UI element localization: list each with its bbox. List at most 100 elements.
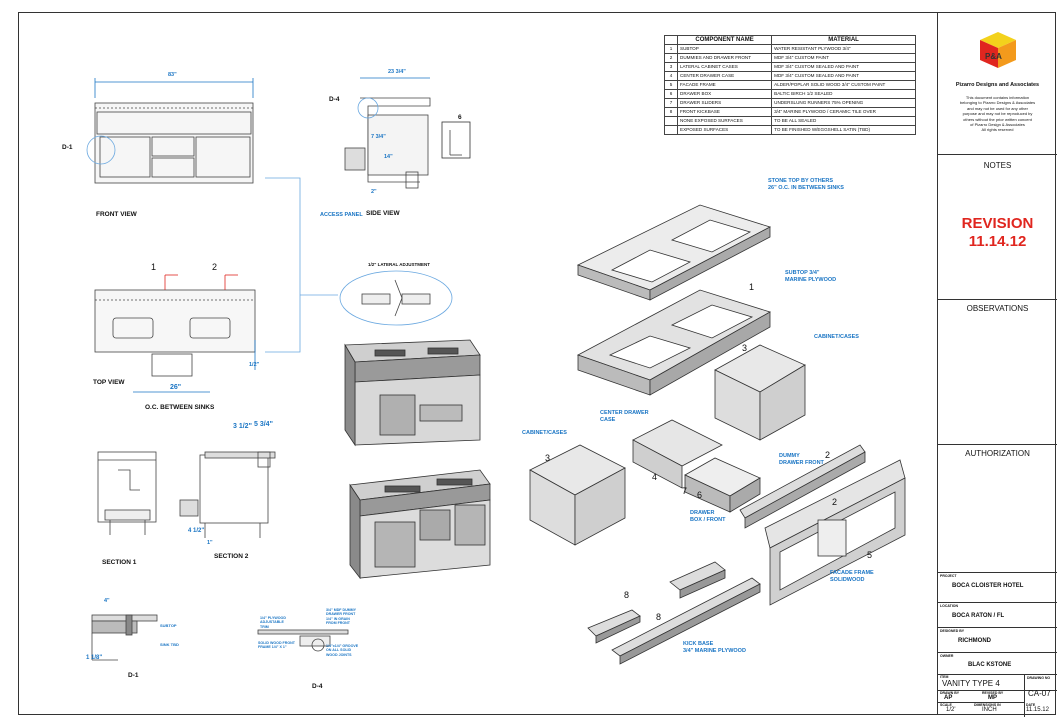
revised-by-key: REVISED BY bbox=[982, 691, 1004, 695]
section-1-drawing bbox=[97, 451, 157, 535]
front-view-label: FRONT VIEW bbox=[96, 211, 137, 218]
row-component: DUMMIES AND DRAWER FRONT bbox=[676, 53, 773, 63]
render-vanity-bottom bbox=[349, 469, 491, 580]
row-number: 6 bbox=[664, 89, 678, 99]
drawn-revised-field: DRAWN BY AP REVISED BY MP bbox=[938, 691, 1024, 703]
company-name: Pizarro Designs and Associates bbox=[955, 82, 1040, 88]
exploded-num-7: 7 bbox=[682, 486, 688, 496]
scale-key: SCALE bbox=[940, 703, 952, 707]
scale-field: SCALE 1/2' DIMENSIONS IN INCH DATE 11.15… bbox=[938, 703, 1057, 715]
dim-side-2: 2" bbox=[371, 189, 377, 195]
cabinet-right-label: CABINET/CASES bbox=[814, 334, 859, 340]
exploded-num-3b: 3 bbox=[545, 453, 551, 463]
top-callout-2: 2 bbox=[212, 262, 218, 272]
d4-note-groove: 1/4"x1/4" GROOVE ON ALL SOLID WOOD JOINT… bbox=[326, 644, 359, 657]
row-component: LATERAL CABINET CASES bbox=[676, 62, 773, 72]
row-number: 4 bbox=[664, 71, 678, 81]
front-view-drawing bbox=[86, 102, 254, 184]
company-section: P&A Pizarro Designs and Associates This … bbox=[938, 12, 1057, 155]
disclaimer-line: This document contains information bbox=[965, 95, 1030, 100]
oc-between-sinks-label: O.C. BETWEEN SINKS bbox=[145, 404, 215, 411]
callout-d1: D-1 bbox=[62, 144, 73, 151]
callout-d4: D-4 bbox=[329, 96, 340, 103]
detail-d1-drawing bbox=[91, 614, 158, 661]
owner-field: OWNER BLAC KSTONE bbox=[938, 653, 1057, 675]
section-2-label: SECTION 2 bbox=[214, 553, 249, 560]
title-block: P&A Pizarro Designs and Associates This … bbox=[937, 12, 1058, 717]
disclaimer-line: others without the prior written concent bbox=[963, 116, 1032, 122]
row-material: MDF 3/4" CUSTOM SEALED AND PAINT bbox=[771, 71, 916, 81]
facade-frame-label: FACADE FRAME SOLIDWOOD bbox=[830, 570, 874, 583]
row-material: WATER RESISTANT PLYWOOD 3/4" bbox=[771, 44, 916, 54]
row-material: MDF 3/4" CUSTOM PAINT bbox=[771, 53, 916, 63]
dim-top-26: 26" bbox=[170, 384, 182, 391]
row-number: 3 bbox=[664, 62, 678, 72]
exploded-drawer-box bbox=[684, 457, 761, 513]
item-key: ITEM bbox=[940, 675, 949, 679]
component-table-header: COMPONENT NAME MATERIAL bbox=[664, 35, 916, 45]
dim-d1-1-1-8: 1 1/8" bbox=[86, 655, 103, 661]
observations-label: OBSERVATIONS bbox=[966, 304, 1029, 313]
disclaimer-line: of Pizarro Design & Associates bbox=[970, 122, 1025, 128]
d1-sink-note: SINK TBD bbox=[160, 642, 179, 647]
drawing-no-field: DRAWING NO CA-07 bbox=[1024, 675, 1058, 717]
designer-field: DESIGNED BY RICHMOND bbox=[938, 628, 1057, 653]
row-component: CENTER DRAWER CASE bbox=[676, 71, 773, 81]
exploded-num-2a: 2 bbox=[825, 450, 831, 460]
row-material: UNDERSLUNG RUNNERS 75% OPENING bbox=[771, 98, 916, 108]
dimension-value: INCH bbox=[982, 707, 997, 713]
exploded-stone-top bbox=[576, 204, 772, 301]
location-value: BOCA RATON / FL bbox=[952, 613, 1005, 619]
exploded-num-6: 6 bbox=[697, 490, 703, 500]
cabinet-left-label: CABINET/CASES bbox=[522, 430, 567, 436]
section-2-drawing bbox=[179, 451, 276, 538]
row-material: 3/4" MARINE PLYWOOD / CERAMIC TILE OVER bbox=[771, 107, 916, 117]
drawn-by-key: DRAWN BY bbox=[940, 691, 960, 695]
drawing-no-key: DRAWING NO bbox=[1027, 676, 1051, 680]
company-logo-text: P&A bbox=[985, 52, 1002, 61]
side-view-drawing bbox=[344, 97, 471, 189]
owner-key: OWNER bbox=[940, 654, 954, 658]
top-view-drawing bbox=[94, 289, 256, 377]
exploded-num-5: 5 bbox=[867, 550, 873, 560]
header-number bbox=[664, 35, 678, 45]
detail-d4-drawing bbox=[257, 629, 349, 652]
side-view-label: SIDE VIEW bbox=[366, 210, 400, 217]
kick-base-label: KICK BASE 3/4" MARINE PLYWOOD bbox=[683, 641, 746, 654]
exploded-num-8a: 8 bbox=[624, 590, 630, 600]
dim-sec2-3-1-2: 3 1/2" bbox=[233, 423, 252, 430]
dummy-front-label: DUMMY DRAWER FRONT bbox=[779, 453, 824, 466]
exploded-center-drawer-case bbox=[632, 419, 723, 489]
dim-side-14: 14" bbox=[384, 154, 393, 160]
dimension-key: DIMENSIONS IN bbox=[974, 703, 1001, 707]
designer-value: RICHMOND bbox=[958, 638, 991, 644]
dim-d1-4: 4" bbox=[104, 598, 110, 604]
location-key: LOCATION bbox=[940, 604, 959, 608]
row-number: 5 bbox=[664, 80, 678, 90]
disclaimer-line: belonging to Pizarro Designs & Associate… bbox=[959, 100, 1036, 106]
exploded-num-3a: 3 bbox=[742, 343, 748, 353]
row-material: TO BE FINISHED W/EGGSHELL SATIN (TBD) bbox=[771, 125, 916, 135]
dim-sec2-1: 1" bbox=[207, 540, 213, 546]
access-panel-label: ACCESS PANEL bbox=[320, 212, 363, 218]
dim-side-width: 23 3/4" bbox=[388, 69, 406, 75]
exploded-facade-frame bbox=[764, 459, 906, 606]
row-number bbox=[664, 116, 678, 126]
callout-6: 6 bbox=[458, 114, 462, 121]
detail-d1-label: D-1 bbox=[128, 672, 139, 679]
top-callout-1: 1 bbox=[151, 262, 157, 272]
disclaimer-line: All rights reserved bbox=[981, 127, 1014, 133]
company-logo-icon bbox=[980, 32, 1016, 68]
dim-front-width: 83" bbox=[168, 72, 177, 78]
row-number: 1 bbox=[664, 44, 678, 54]
drawer-box-label: DRAWER BOX / FRONT bbox=[690, 510, 726, 523]
revision-label: REVISION bbox=[961, 215, 1034, 232]
detail-d4-label: D-4 bbox=[312, 683, 323, 690]
